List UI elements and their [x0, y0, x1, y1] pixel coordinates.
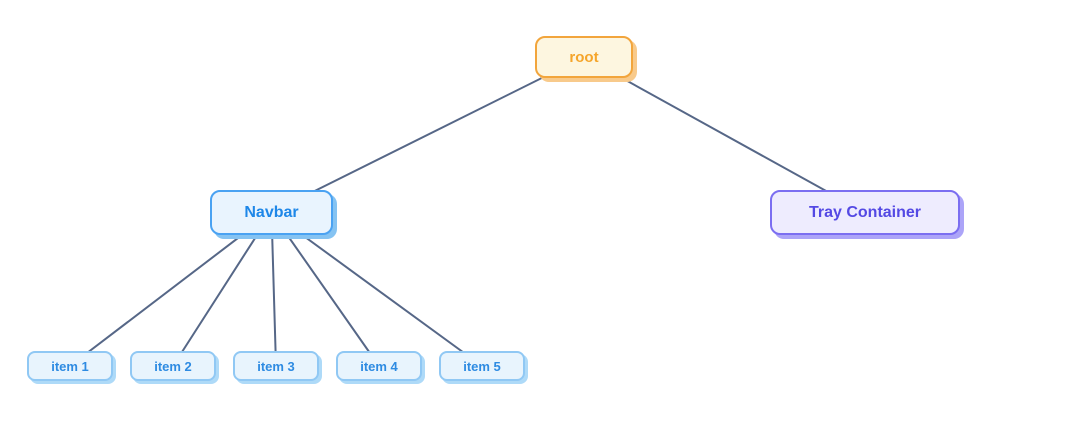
node-item-2[interactable]: item 2	[130, 351, 216, 381]
node-item-4[interactable]: item 4	[336, 351, 422, 381]
node-item-5-label: item 5	[463, 358, 501, 374]
edge-navbar-item1	[69, 211, 273, 367]
node-root-label: root	[569, 48, 599, 66]
edge-root-tray	[583, 56, 866, 214]
edge-root-navbar	[270, 56, 585, 214]
edge-navbar-item3	[270, 211, 277, 367]
node-item-4-label: item 4	[360, 358, 398, 374]
node-item-1[interactable]: item 1	[27, 351, 113, 381]
node-item-2-label: item 2	[154, 358, 192, 374]
edge-navbar-item4	[270, 211, 380, 367]
edge-navbar-item2	[172, 211, 273, 367]
edge-navbar-item5	[270, 211, 483, 367]
node-item-3[interactable]: item 3	[233, 351, 319, 381]
node-navbar-label: Navbar	[244, 203, 299, 221]
node-root[interactable]: root	[535, 36, 633, 78]
node-tray-container-label: Tray Container	[808, 203, 922, 221]
node-item-3-label: item 3	[257, 358, 295, 374]
node-navbar[interactable]: Navbar	[210, 190, 333, 235]
node-item-5[interactable]: item 5	[439, 351, 525, 381]
node-item-1-label: item 1	[51, 358, 89, 374]
node-tray-container[interactable]: Tray Container	[770, 190, 960, 235]
